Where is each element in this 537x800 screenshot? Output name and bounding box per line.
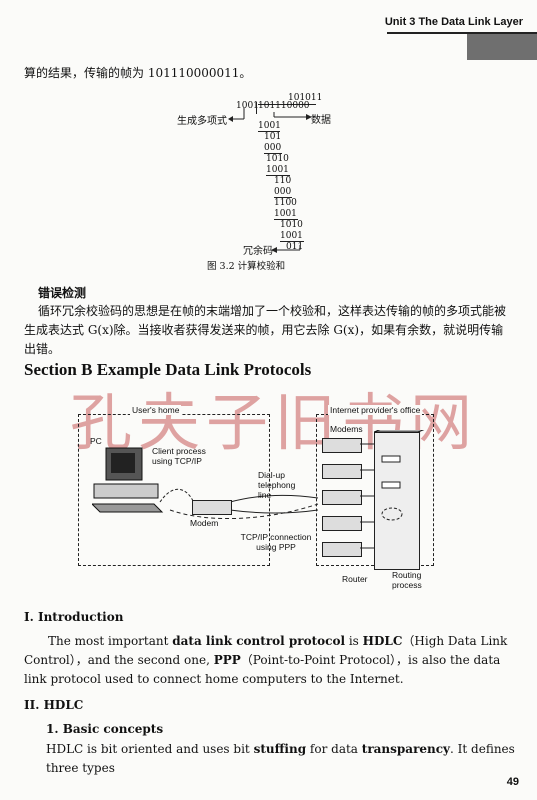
division-step-rule [258,131,280,132]
isp-modem-icon [322,438,362,453]
header-tab-block [467,34,537,60]
home-modem-icon [192,500,232,515]
division-divisor: 1001 [236,101,259,111]
division-step: 1001 [266,165,289,175]
division-step-rule [274,219,298,220]
division-step: 1010 [266,154,289,164]
modems-label: Modems [330,424,363,434]
division-step: 101 [264,132,282,142]
section-title: Section B Example Data Link Protocols [24,360,312,379]
hdlc-heading: II. HDLC [24,698,84,712]
hdlc-paragraph: HDLC is bit oriented and uses bit stuffi… [46,742,515,775]
basic-concepts-heading: 1. Basic concepts [46,722,164,736]
router-icon [374,432,420,570]
dialup-label: Dial-up telephong line [258,470,296,500]
router-label: Router [342,574,368,584]
pc-icon [92,447,164,513]
error-heading: 错误检测 [38,286,87,300]
running-header: Unit 3 The Data Link Layer [384,16,523,28]
division-quotient: 101011 [288,93,323,103]
error-paragraph: 循环冗余校验码的思想是在帧的末端增加了一个校验和，这样表达传输的帧的多项式能被生… [24,304,507,356]
users-home-label: User's home [130,405,182,415]
division-step-rule [280,241,304,242]
router-details [374,430,425,521]
intro-line: 算的结果，传输的帧为 101110000011。 [24,66,252,80]
isp-modem-icon [322,516,362,531]
division-dividend: 101110000 [258,101,310,111]
division-step-rule [266,175,290,176]
division-arrows [228,108,312,122]
page-number: 49 [506,776,519,788]
figure-caption: 图 3.2 计算校验和 [207,261,286,272]
generator-label: 生成多项式 [177,116,227,127]
introduction-paragraph: The most important data link control pro… [24,634,508,686]
tcpip-connection-label: TCP/IP connection using PPP [240,532,312,552]
pc-label: PC [90,436,102,446]
division-step-rule [274,197,292,198]
data-label: 数据 [311,115,331,126]
isp-office-label: Internet provider's office [328,405,423,415]
division-step: 1001 [274,209,297,219]
isp-modem-icon [322,464,362,479]
home-modem-label: Modem [190,518,219,528]
division-bar [258,104,316,105]
division-step: 000 [264,143,282,153]
division-remainder: 011 [286,242,304,252]
division-step: 000 [274,187,292,197]
division-step: 110 [274,176,292,186]
isp-modem-icon [322,542,362,557]
division-step: 1010 [280,220,303,230]
introduction-heading: I. Introduction [24,610,124,624]
remainder-label: 冗余码 [243,246,273,257]
division-step: 1001 [280,231,303,241]
connection-lines [159,488,319,520]
header-rule [387,32,537,34]
division-step: 1001 [258,121,281,131]
division-step: 1100 [274,198,297,208]
division-step-rule [264,153,282,154]
client-process-label: Client process using TCP/IP [152,446,206,466]
division-bracket [256,102,257,114]
isp-modem-icon [322,490,362,505]
routing-process-label: Routing process [392,570,422,590]
modem-to-router-lines [360,443,376,549]
remainder-arrow [271,245,301,253]
